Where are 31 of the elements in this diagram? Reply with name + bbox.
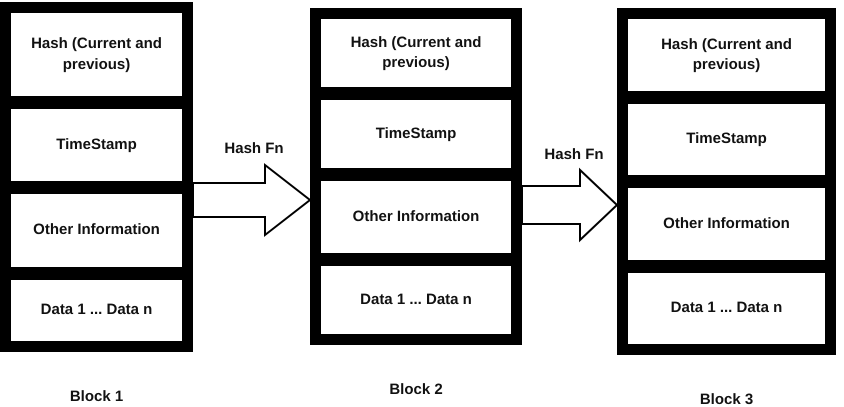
field-text: Hash (Current and previous) bbox=[350, 32, 482, 74]
field-cell bbox=[11, 280, 182, 341]
field-cell bbox=[628, 188, 825, 260]
field-cell bbox=[321, 181, 511, 253]
block-label: Block 3 bbox=[700, 391, 754, 407]
field-cell bbox=[11, 194, 182, 267]
field-text: TimeStamp bbox=[374, 124, 458, 144]
field-text: Hash (Current and previous) bbox=[660, 34, 793, 75]
field-cell bbox=[628, 104, 825, 175]
edge-label: Hash Fn bbox=[224, 140, 284, 157]
block-arrow bbox=[521, 168, 618, 242]
field-text: TimeStamp bbox=[685, 129, 768, 150]
block-label: Block 1 bbox=[70, 388, 124, 405]
field-text: Data 1 ... Data n bbox=[670, 298, 784, 318]
field-cell bbox=[11, 109, 182, 182]
field-cell bbox=[628, 272, 825, 344]
field-cell bbox=[11, 13, 182, 96]
edge-label: Hash Fn bbox=[544, 146, 604, 163]
block-label: Block 2 bbox=[389, 381, 443, 398]
field-cell bbox=[321, 266, 511, 334]
field-cell bbox=[321, 100, 511, 168]
field-text: TimeStamp bbox=[55, 135, 138, 156]
field-text: Other Information bbox=[352, 206, 480, 227]
field-text: Hash (Current and previous) bbox=[30, 34, 163, 75]
field-cell bbox=[628, 19, 825, 90]
field-text: Other Information bbox=[662, 214, 791, 234]
field-text: Other Information bbox=[32, 220, 161, 240]
field-text: Data 1 ... Data n bbox=[40, 300, 154, 320]
block-arrow bbox=[192, 162, 312, 238]
field-cell bbox=[321, 19, 511, 88]
field-text: Data 1 ... Data n bbox=[359, 290, 473, 310]
